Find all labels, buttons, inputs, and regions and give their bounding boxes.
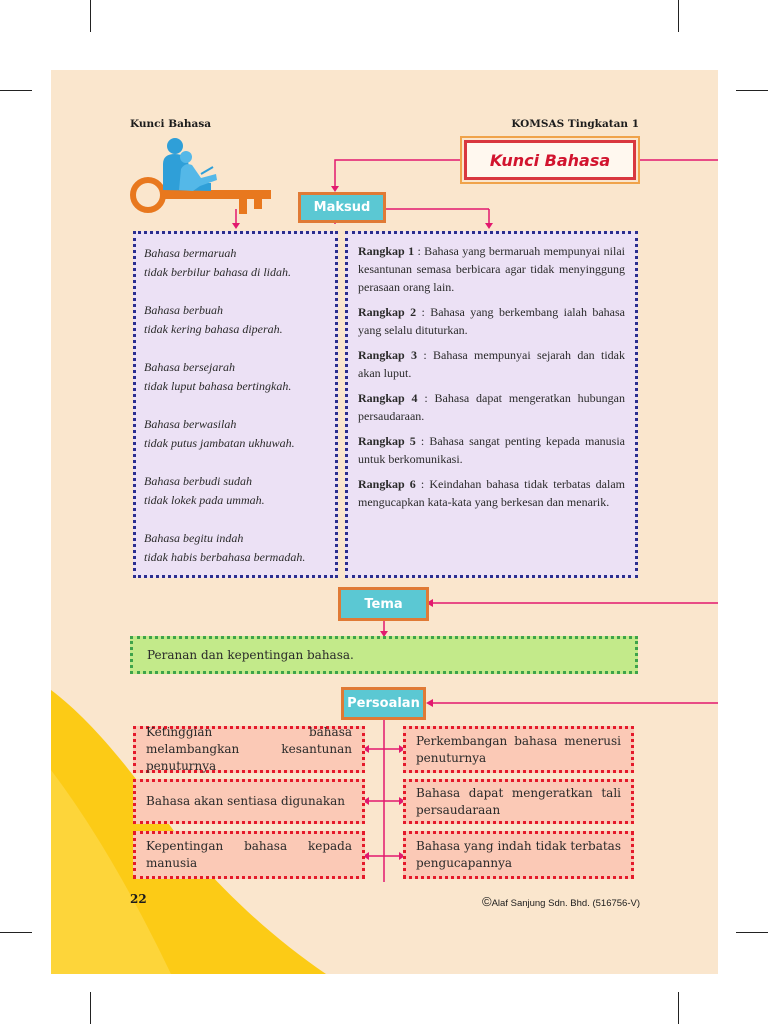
copyright-icon: © — [482, 894, 492, 909]
yellow-corner-decoration — [51, 690, 326, 974]
running-header-left: Kunci Bahasa — [130, 118, 212, 130]
poem-line: Bahasa bermaruah — [144, 246, 237, 260]
stanza-meaning: Rangkap 2 : Bahasa yang berkembang ialah… — [358, 303, 625, 339]
persoalan-text: Ketinggian bahasa melambangkan kesantuna… — [146, 725, 352, 773]
tema-text: Peranan dan kepentingan bahasa. — [147, 648, 354, 662]
poem-line: tidak lokek pada ummah. — [144, 493, 265, 507]
poem-line: Bahasa begitu indah — [144, 531, 244, 545]
stanza-meaning-text: : Bahasa sangat penting kepada manusia u… — [358, 434, 626, 466]
poem-stanza: Bahasa berbudi sudah tidak lokek pada umm… — [144, 472, 327, 510]
tema-label: Tema — [338, 587, 429, 621]
poem-stanza: Bahasa berwasilah tidak putus jambatan uk… — [144, 415, 327, 453]
copyright-notice: ©Alaf Sanjung Sdn. Bhd. (516756-V) — [482, 894, 640, 909]
poem-stanza: Bahasa begitu indah tidak habis berbahasa… — [144, 529, 327, 567]
crop-mark — [90, 992, 91, 1024]
stanza-meaning: Rangkap 5 : Bahasa sangat penting kepada… — [358, 432, 625, 468]
poem-line: tidak putus jambatan ukhuwah. — [144, 436, 295, 450]
poem-stanza: Bahasa berbuah tidak kering bahasa dipera… — [144, 301, 327, 339]
maksud-label: Maksud — [298, 192, 386, 223]
stanza-label: Rangkap 6 — [358, 477, 416, 491]
book-page: Kunci Bahasa KOMSAS Tingkatan 1 — [51, 70, 718, 974]
poem-stanza: Bahasa bersejarah tidak luput bahasa bert… — [144, 358, 327, 396]
stanza-meaning: Rangkap 1 : Bahasa yang bermaruah mempun… — [358, 242, 625, 296]
key-illustration — [130, 138, 271, 214]
persoalan-item: Perkembangan bahasa menerusi penuturnya — [403, 726, 634, 773]
poem-line: tidak kering bahasa diperah. — [144, 322, 283, 336]
persoalan-text: Bahasa yang indah tidak terbatas penguca… — [416, 839, 621, 870]
poem-line: Bahasa berbudi sudah — [144, 474, 252, 488]
stanza-label: Rangkap 2 — [358, 305, 417, 319]
crop-mark — [736, 932, 768, 933]
poem-line: tidak luput bahasa bertingkah. — [144, 379, 292, 393]
crop-mark — [90, 0, 91, 32]
poem-box: Bahasa bermaruah tidak berbilur bahasa di… — [133, 231, 338, 578]
crop-mark — [736, 90, 768, 91]
crop-mark — [0, 90, 32, 91]
crop-mark — [0, 932, 32, 933]
crop-mark — [678, 992, 679, 1024]
poem-stanza: Bahasa bermaruah tidak berbilur bahasa di… — [144, 244, 327, 282]
poem-line: Bahasa berwasilah — [144, 417, 237, 431]
stanza-label: Rangkap 5 — [358, 434, 416, 448]
poem-line: tidak habis berbahasa bermadah. — [144, 550, 306, 564]
crop-mark — [678, 0, 679, 32]
poem-line: tidak berbilur bahasa di lidah. — [144, 265, 291, 279]
stanza-meaning-text: : Bahasa mempunyai sejarah dan tidak aka… — [358, 348, 625, 380]
persoalan-item: Bahasa akan sentiasa digunakan — [133, 779, 365, 824]
stanza-meaning-text: : Bahasa yang bermaruah mempunyai nilai … — [358, 244, 625, 294]
poem-line: Bahasa bersejarah — [144, 360, 235, 374]
stanza-label: Rangkap 4 — [358, 391, 418, 405]
persoalan-text: Bahasa dapat mengeratkan tali persaudara… — [416, 785, 621, 817]
persoalan-item: Bahasa yang indah tidak terbatas penguca… — [403, 831, 634, 879]
page-title: Kunci Bahasa — [489, 150, 611, 170]
persoalan-text: Kepentingan bahasa kepada manusia — [146, 839, 352, 870]
stanza-meaning-text: : Bahasa yang berkembang ialah bahasa ya… — [358, 305, 625, 337]
persoalan-item: Bahasa dapat mengeratkan tali persaudara… — [403, 779, 634, 824]
title-box: Kunci Bahasa — [464, 140, 636, 180]
copyright-text: Alaf Sanjung Sdn. Bhd. (516756-V) — [491, 898, 640, 909]
tema-box: Peranan dan kepentingan bahasa. — [130, 636, 638, 674]
running-header-right: KOMSAS Tingkatan 1 — [511, 118, 639, 130]
meaning-box: Rangkap 1 : Bahasa yang bermaruah mempun… — [345, 231, 638, 578]
stanza-meaning: Rangkap 6 : Keindahan bahasa tidak terba… — [358, 475, 625, 511]
stanza-meaning-text: : Keindahan bahasa tidak terbatas dalam … — [358, 477, 626, 509]
persoalan-text: Bahasa akan sentiasa digunakan — [146, 794, 346, 808]
persoalan-label: Persoalan — [341, 687, 426, 720]
poem-line: Bahasa berbuah — [144, 303, 223, 317]
stanza-meaning-text: : Bahasa dapat mengeratkan hubungan pers… — [358, 391, 625, 423]
persoalan-item: Ketinggian bahasa melambangkan kesantuna… — [133, 725, 365, 773]
stanza-meaning: Rangkap 4 : Bahasa dapat mengeratkan hub… — [358, 389, 625, 425]
persoalan-item: Kepentingan bahasa kepada manusia — [133, 831, 365, 879]
stanza-meaning: Rangkap 3 : Bahasa mempunyai sejarah dan… — [358, 346, 625, 382]
persoalan-text: Perkembangan bahasa menerusi penuturnya — [416, 733, 621, 765]
stanza-label: Rangkap 3 — [358, 348, 418, 362]
stanza-label: Rangkap 1 — [358, 244, 415, 258]
page-number: 22 — [130, 892, 147, 906]
